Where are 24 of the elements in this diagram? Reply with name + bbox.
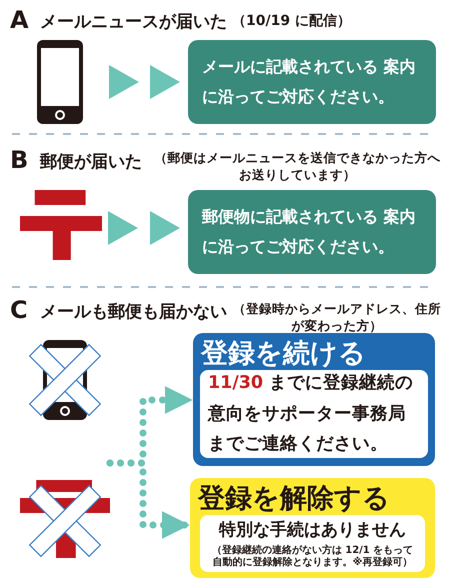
- heading-note: （10/19 に配信）: [232, 12, 351, 30]
- section-letter: B: [10, 146, 28, 174]
- instruction-box: メールに記載されている 案内に沿ってご対応ください。: [188, 40, 436, 124]
- instruction-box: 郵便物に記載されている 案内に沿ってご対応ください。: [188, 190, 436, 274]
- option-panel: [190, 478, 435, 578]
- heading-note: （登録時からメールアドレス、住所が変わった方）: [232, 301, 442, 335]
- postal-mark-icon: [20, 190, 102, 260]
- section-heading: 郵便が届いた: [40, 151, 142, 173]
- heading-note: （郵便はメールニュースを送信できなかった方へお送りしています）: [154, 150, 442, 184]
- double-chevron-arrow: [108, 211, 180, 245]
- section-letter: C: [10, 296, 28, 324]
- double-chevron-arrow: [109, 65, 180, 99]
- panel-heading: 登録を続ける: [201, 337, 366, 371]
- message-text: 特別な手続はありません: [218, 518, 407, 540]
- message-card: [200, 515, 425, 572]
- footnote-text: （登録継続の連絡がない方は 12/1 をもって自動的に登録解除となります。※再登録可）: [210, 544, 414, 570]
- dotted-arrow: [106, 460, 190, 539]
- section-heading: メールも郵便も届かない: [40, 301, 227, 323]
- smartphone-icon: [37, 40, 83, 124]
- message-text: 11/30 までに登録継続の意向をサポーター事務局までご連絡ください。: [206, 372, 414, 456]
- section-letter: A: [10, 6, 29, 34]
- panel-heading: 登録を解除する: [198, 482, 390, 516]
- option-panel: [193, 333, 435, 466]
- section-heading: メールニュースが届いた: [40, 11, 227, 33]
